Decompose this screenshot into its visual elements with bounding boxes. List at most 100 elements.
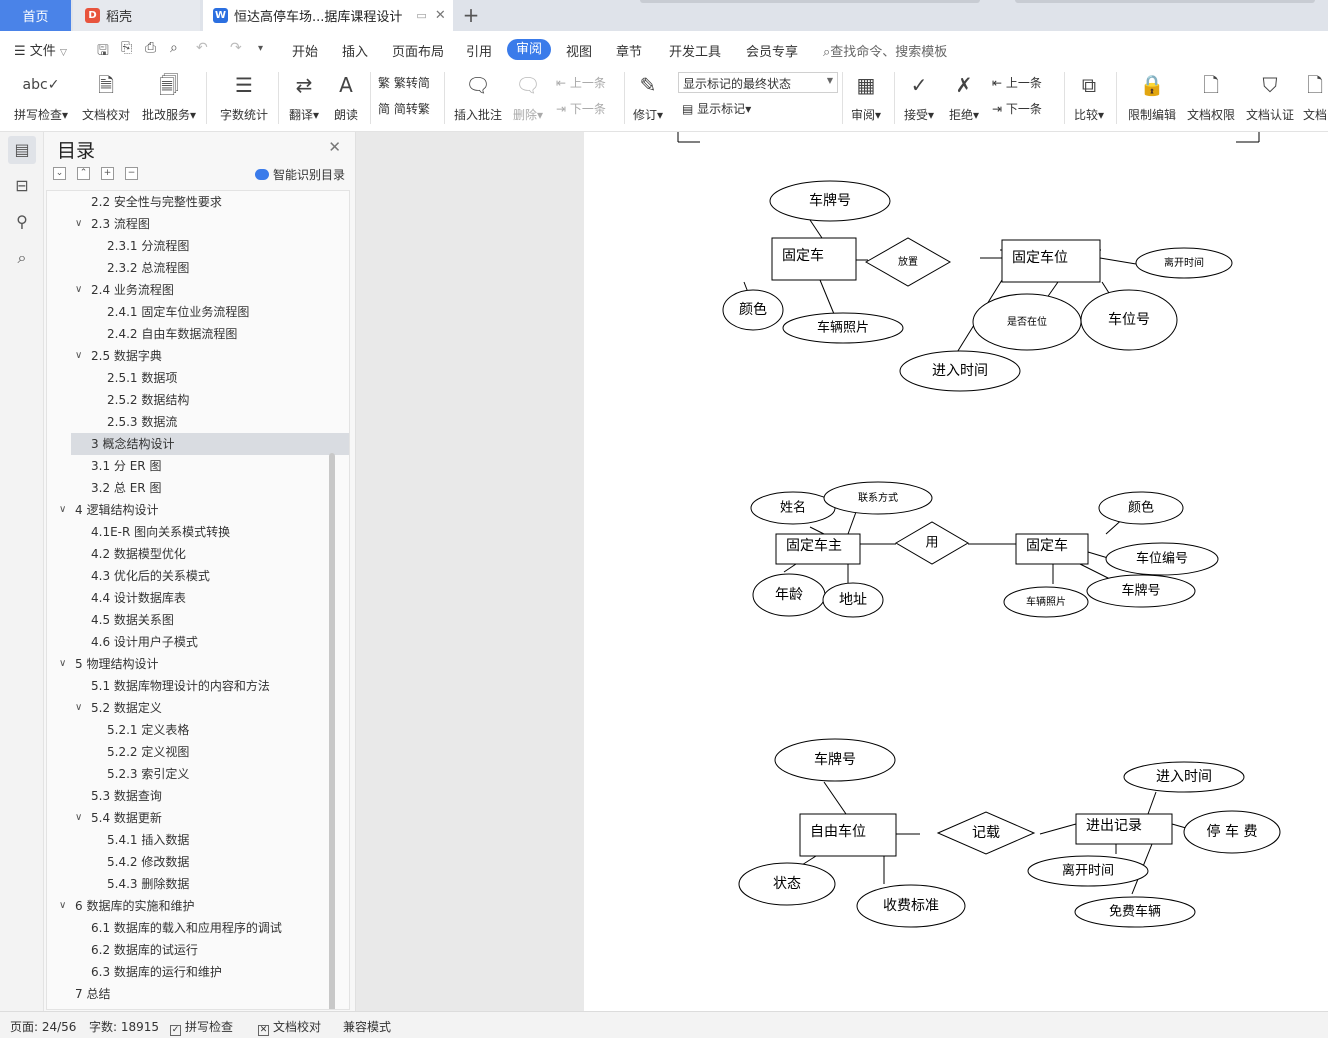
toc-item[interactable]: 5.1 数据库物理设计的内容和方法 (47, 675, 337, 697)
markup-state-select[interactable]: 显示标记的最终状态 ▼ (678, 72, 838, 93)
menu-references[interactable]: 引用 (466, 45, 493, 60)
tab-daoke[interactable]: D 稻壳 (73, 0, 200, 31)
toc-item[interactable]: 4.4 设计数据库表 (47, 587, 337, 609)
smart-toc-button[interactable]: 智能识别目录 (254, 166, 345, 183)
toc-item[interactable]: 2.5.1 数据项 (47, 367, 337, 389)
toc-item[interactable]: 6.3 数据库的运行和维护 (47, 961, 337, 983)
toc-item[interactable]: 2.4.1 固定车位业务流程图 (47, 301, 337, 323)
compare-button[interactable]: ⧉ 比较▾ (1070, 66, 1108, 123)
toc-item[interactable]: 2.4.2 自由车数据流程图 (47, 323, 337, 345)
toc-item[interactable]: ∨2.4 业务流程图 (47, 279, 337, 301)
quick-access-more-icon[interactable]: ▾ (258, 43, 264, 54)
accept-button[interactable]: ✓ 接受▾ (900, 66, 938, 123)
menu-review[interactable]: 审阅 (507, 39, 551, 60)
next-change-button[interactable]: ⇥ 下一条 (992, 100, 1042, 117)
toc-item[interactable]: ∨6 数据库的实施和维护 (47, 895, 337, 917)
status-spell-check[interactable]: ✓拼写检查 (170, 1018, 233, 1036)
toc-item[interactable]: 5.2.2 定义视图 (47, 741, 337, 763)
toc-item[interactable]: 5.4.1 插入数据 (47, 829, 337, 851)
toc-item[interactable]: ∨5.4 数据更新 (47, 807, 337, 829)
status-doc-proof[interactable]: ✕文档校对 (258, 1018, 321, 1036)
menu-developer[interactable]: 开发工具 (669, 45, 722, 60)
menu-page-layout[interactable]: 页面布局 (392, 45, 445, 60)
toc-item[interactable]: ∨4 逻辑结构设计 (47, 499, 337, 521)
toc-item[interactable]: 4.1E-R 图向关系模式转换 (47, 521, 337, 543)
toc-item[interactable]: 2.5.3 数据流 (47, 411, 337, 433)
toc-item[interactable]: ∨2.5 数据字典 (47, 345, 337, 367)
float-window-icon[interactable]: ▭ (416, 9, 427, 22)
close-tab-icon[interactable]: ✕ (434, 8, 446, 23)
bookmark-icon[interactable]: ⚲ (16, 212, 28, 231)
menu-insert[interactable]: 插入 (342, 45, 369, 60)
collapse-all-icon[interactable]: ⌄ (53, 167, 66, 180)
remove-heading-icon[interactable]: − (125, 167, 138, 180)
toc-item[interactable]: ∨5.2 数据定义 (47, 697, 337, 719)
toc-item[interactable]: ∨5 物理结构设计 (47, 653, 337, 675)
doc-permission-button[interactable]: 🗋 文档权限 (1184, 66, 1238, 123)
review-pane-button[interactable]: ▦ 审阅▾ (848, 66, 884, 123)
add-heading-icon[interactable]: + (101, 167, 114, 180)
toc-item[interactable]: 5.4.2 修改数据 (47, 851, 337, 873)
toc-item[interactable]: 3.2 总 ER 图 (47, 477, 337, 499)
search-icon[interactable]: ⌕ (17, 248, 27, 267)
insert-comment-button[interactable]: 🗨 插入批注 (452, 66, 504, 123)
toc-panel-icon[interactable]: ▤ (8, 136, 36, 164)
chevron-down-icon[interactable]: ∨ (75, 284, 83, 295)
toc-item[interactable]: 2.3.2 总流程图 (47, 257, 337, 279)
toc-item[interactable]: 3 概念结构设计 (71, 433, 349, 455)
word-count-button[interactable]: ☰ 字数统计 (218, 66, 270, 123)
menu-chapter[interactable]: 章节 (616, 45, 643, 60)
nav-pane-icon[interactable]: ⊟ (15, 176, 29, 195)
translate-button[interactable]: ⇄ 翻译▾ (286, 66, 322, 123)
chevron-down-icon[interactable]: ∨ (75, 218, 83, 229)
print-icon[interactable]: ⎙ (145, 40, 157, 56)
doc-proof-button[interactable]: 🗎 文档校对 (80, 66, 132, 123)
menu-start[interactable]: 开始 (292, 45, 319, 60)
toc-item[interactable]: 4.3 优化后的关系模式 (47, 565, 337, 587)
toc-scrollbar[interactable] (329, 453, 335, 1009)
toc-item[interactable]: 5.2.1 定义表格 (47, 719, 337, 741)
simp-to-trad-button[interactable]: 简 简转繁 (378, 100, 430, 117)
output-icon[interactable]: ⎘ (121, 40, 133, 56)
next-comment-button[interactable]: ⇥ 下一条 (556, 100, 606, 117)
restrict-edit-button[interactable]: 🔒 限制编辑 (1124, 66, 1180, 123)
toc-item[interactable]: ∨2.3 流程图 (47, 213, 337, 235)
trad-to-simp-button[interactable]: 繁 繁转简 (378, 74, 430, 91)
chevron-down-icon[interactable]: ∨ (59, 900, 67, 911)
command-search[interactable]: ⌕查找命令、搜索模板 (823, 41, 947, 60)
close-icon[interactable]: ✕ (328, 138, 341, 156)
tab-document[interactable]: W 恒达高停车场...据库课程设计 ▭ ✕ (203, 0, 453, 31)
toc-item[interactable]: 6.1 数据库的载入和应用程序的调试 (47, 917, 337, 939)
chevron-down-icon[interactable]: ∨ (75, 812, 83, 823)
toc-item[interactable]: 7 总结 (47, 983, 337, 1005)
toc-item[interactable]: 5.4.3 删除数据 (47, 873, 337, 895)
chevron-down-icon[interactable]: ∨ (75, 702, 83, 713)
track-changes-button[interactable]: ✎ 修订▾ (630, 66, 666, 123)
prev-comment-button[interactable]: ⇤ 上一条 (556, 74, 606, 91)
expand-up-icon[interactable]: ⌃ (77, 167, 90, 180)
spell-check-button[interactable]: abc✓ 拼写检查▾ (10, 66, 72, 123)
menu-member[interactable]: 会员专享 (746, 45, 799, 60)
reject-button[interactable]: ✗ 拒绝▾ (946, 66, 982, 123)
toc-item[interactable]: 2.2 安全性与完整性要求 (47, 191, 337, 213)
toc-item[interactable]: 3.1 分 ER 图 (47, 455, 337, 477)
toc-item[interactable]: 5.3 数据查询 (47, 785, 337, 807)
doc-certify-button[interactable]: ⛉ 文档认证 (1243, 66, 1297, 123)
print-preview-icon[interactable]: ⌕ (170, 40, 178, 56)
toc-item[interactable]: 6.2 数据库的试运行 (47, 939, 337, 961)
page-indicator[interactable]: 页面: 24/56 (10, 1020, 77, 1034)
chevron-down-icon[interactable]: ∨ (59, 504, 67, 515)
word-count-indicator[interactable]: 字数: 18915 (89, 1020, 160, 1034)
tab-home[interactable]: 首页 (0, 0, 71, 31)
toc-item[interactable]: 5.2.3 索引定义 (47, 763, 337, 785)
doc-more-button[interactable]: 🗋 文档 (1302, 66, 1328, 123)
chevron-down-icon[interactable]: ∨ (75, 350, 83, 361)
chevron-down-icon[interactable]: ∨ (59, 658, 67, 669)
toc-item[interactable]: 4.2 数据模型优化 (47, 543, 337, 565)
file-menu[interactable]: ☰ 文件 ▽ (14, 40, 67, 59)
undo-icon[interactable]: ↶ (196, 40, 208, 56)
toc-item[interactable]: 4.5 数据关系图 (47, 609, 337, 631)
show-markup-button[interactable]: ▤ 显示标记▾ (682, 102, 752, 116)
redo-icon[interactable]: ↷ (230, 40, 242, 56)
read-aloud-button[interactable]: A 朗读 (330, 66, 362, 123)
